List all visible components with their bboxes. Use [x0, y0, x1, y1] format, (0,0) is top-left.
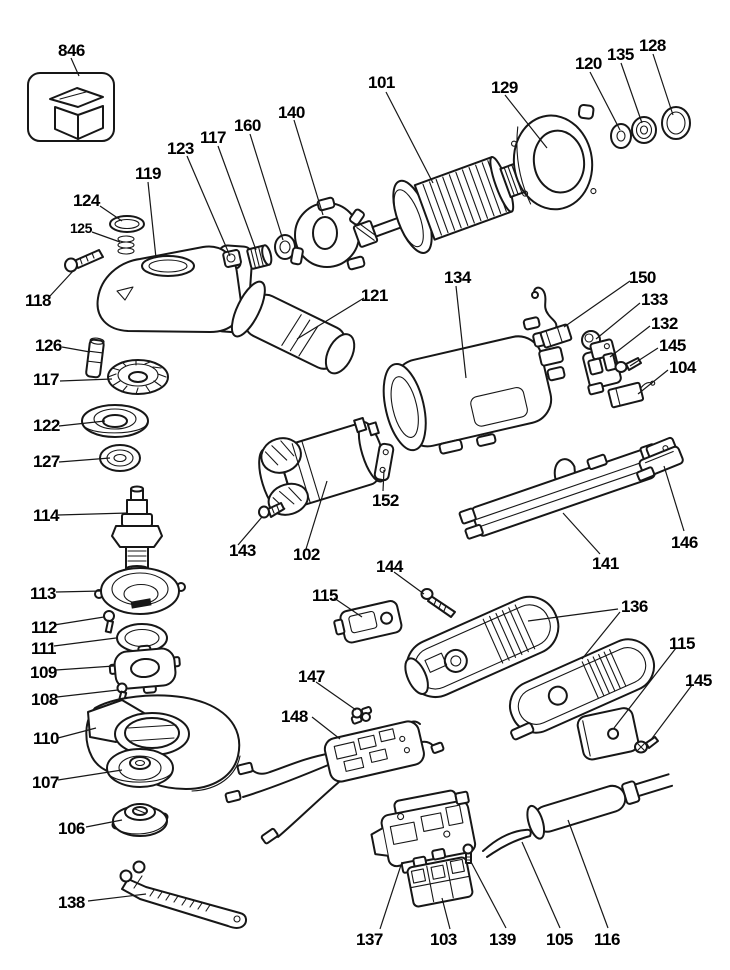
wiring-harness-drawing — [224, 720, 445, 845]
leader-lines — [49, 53, 693, 930]
callout-120: 120 — [575, 54, 602, 73]
cord-set-drawing — [526, 773, 674, 840]
handle-shell-lower — [509, 638, 655, 741]
callout-128: 128 — [639, 36, 666, 55]
callout-101: 101 — [368, 73, 395, 92]
callout-136: 136 — [621, 597, 648, 616]
callout-106: 106 — [58, 819, 85, 838]
callout-113: 113 — [30, 584, 56, 603]
callout-846: 846 — [58, 41, 85, 60]
callout-126: 126 — [35, 336, 62, 355]
callout-150: 150 — [629, 268, 656, 287]
callout-140: 140 — [278, 103, 305, 122]
callout-134: 134 — [444, 268, 471, 287]
callout-139: 139 — [489, 930, 516, 949]
callout-102: 102 — [293, 545, 320, 564]
open-box-icon — [27, 72, 115, 142]
bearing-cap-parts — [94, 567, 186, 704]
callout-121: 121 — [361, 286, 388, 305]
small-screw-drawing — [462, 843, 474, 864]
field-screw-and-baffle — [258, 442, 395, 519]
callout-117-top: 117 — [200, 128, 226, 147]
connector-block-drawing — [406, 848, 474, 908]
guard-and-flange-parts — [85, 694, 241, 837]
callout-119: 119 — [135, 164, 161, 183]
motor-housing-drawing — [382, 316, 566, 455]
callout-109: 109 — [30, 663, 57, 682]
callout-122: 122 — [33, 416, 60, 435]
callout-145-brush: 145 — [659, 336, 686, 355]
callout-129: 129 — [491, 78, 518, 97]
callout-160: 160 — [234, 116, 261, 135]
callout-143: 143 — [229, 541, 256, 560]
callout-110: 110 — [33, 729, 59, 748]
callout-112: 112 — [31, 618, 57, 637]
callout-145-cover: 145 — [685, 671, 712, 690]
callout-111: 111 — [31, 639, 57, 658]
armature-drawing — [352, 156, 545, 254]
callout-127: 127 — [33, 452, 60, 471]
callout-103: 103 — [430, 930, 457, 949]
latch-drawing — [636, 436, 684, 482]
callout-123: 123 — [167, 139, 194, 158]
callout-144: 144 — [376, 557, 403, 576]
side-handle-drawing — [230, 280, 356, 375]
bearing-parts — [610, 106, 691, 149]
cover-plate-parts — [576, 707, 659, 761]
callout-114: 114 — [33, 506, 59, 525]
small-gear-parts — [109, 196, 366, 271]
fan-baffle-drawing — [510, 103, 597, 211]
callout-108: 108 — [31, 690, 58, 709]
callout-124: 124 — [73, 191, 100, 210]
forked-wire-drawing — [482, 828, 532, 858]
callout-105: 105 — [546, 930, 573, 949]
callout-137: 137 — [356, 930, 383, 949]
clip-drawing — [350, 706, 373, 725]
callout-146: 146 — [671, 533, 698, 552]
callout-148: 148 — [281, 707, 308, 726]
callout-132: 132 — [651, 314, 678, 333]
callout-152: 152 — [372, 491, 399, 510]
callout-133: 133 — [641, 290, 668, 309]
callout-125: 125 — [70, 220, 92, 236]
callout-147: 147 — [298, 667, 325, 686]
screw-drawing — [64, 249, 104, 273]
wrench-drawing — [119, 860, 247, 929]
callout-115-slider: 115 — [312, 586, 338, 605]
callout-118: 118 — [25, 291, 51, 310]
switch-drawing — [370, 789, 477, 874]
callout-115-cover: 115 — [669, 634, 695, 653]
switch-slider-parts — [333, 588, 456, 644]
spindle-column-parts — [81, 337, 169, 573]
callout-116: 116 — [594, 930, 620, 949]
callout-135: 135 — [607, 45, 634, 64]
brush-parts — [531, 286, 656, 409]
callout-141: 141 — [592, 554, 619, 573]
callout-107: 107 — [32, 773, 59, 792]
gear-case-drawing — [96, 244, 254, 334]
callout-138: 138 — [58, 893, 85, 912]
handle-shell-upper — [404, 595, 560, 698]
callout-117-left: 117 — [33, 370, 59, 389]
slide-bar-drawing — [458, 443, 658, 540]
callout-104: 104 — [669, 358, 696, 377]
